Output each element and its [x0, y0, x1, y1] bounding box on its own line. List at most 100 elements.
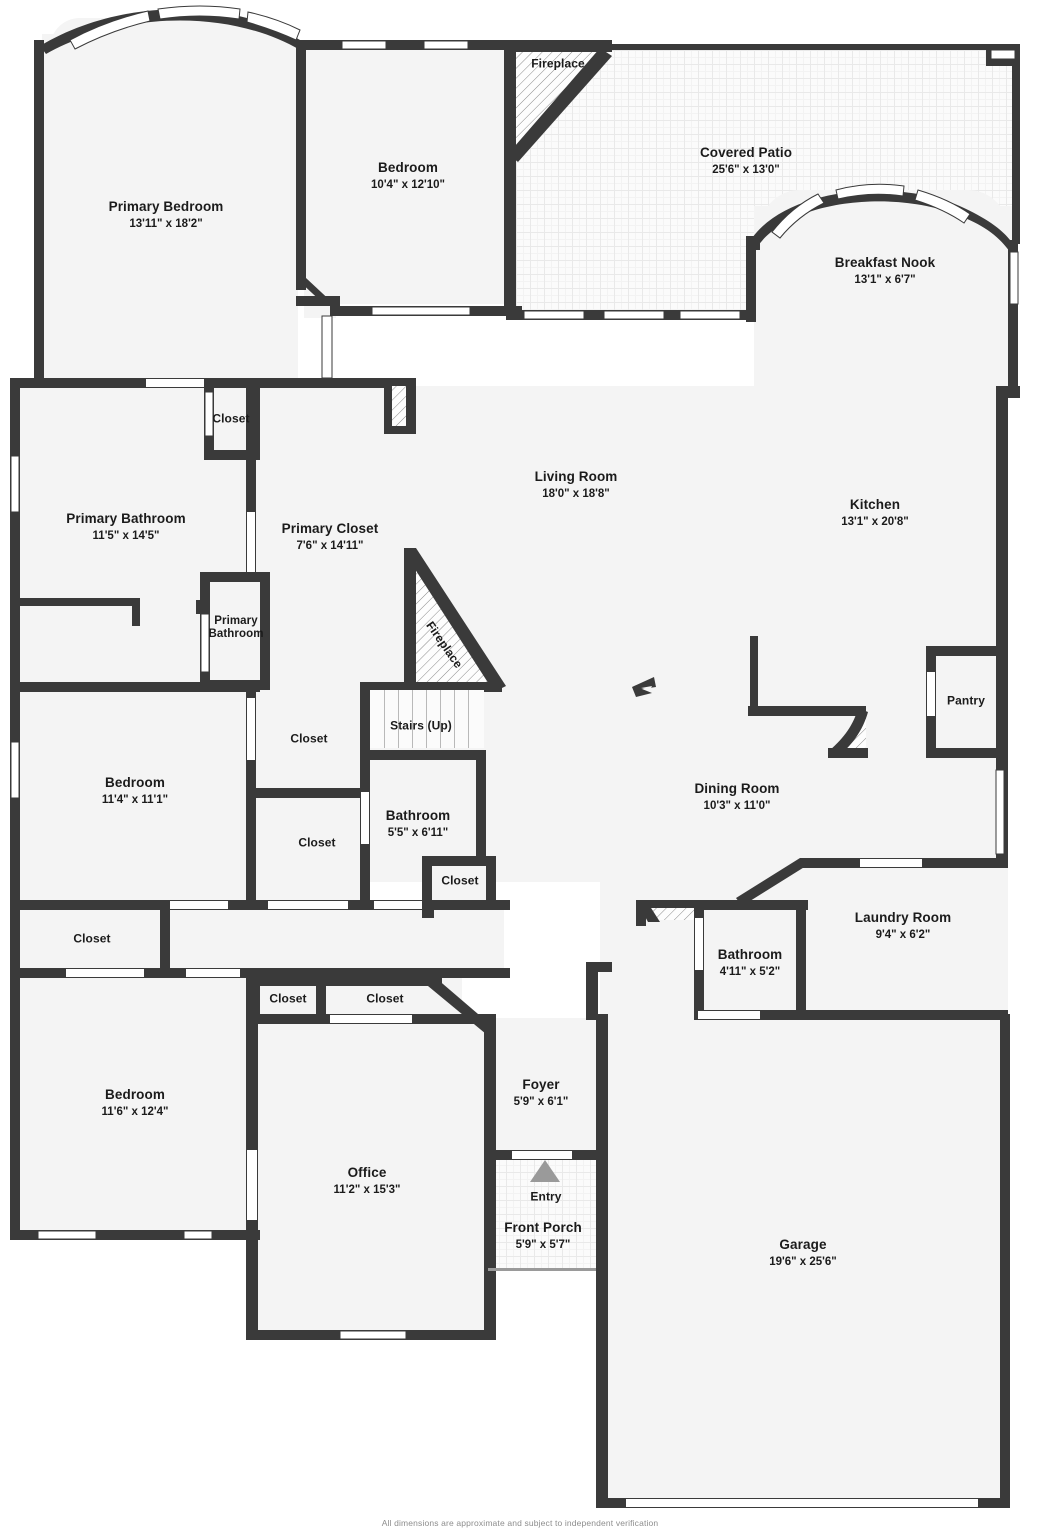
room-label-closet-a: Closet [290, 732, 327, 747]
room-name: Primary Bathroom [208, 614, 264, 640]
room-label-primary-bathroom-2: Primary Bathroom [190, 615, 282, 641]
room-label-covered-patio: Covered Patio 25'6" x 13'0" [700, 145, 792, 177]
room-fill-foyer [494, 1018, 604, 1158]
room-name: Covered Patio [699, 145, 793, 161]
room-name: Bathroom [717, 947, 783, 963]
room-name: Closet [366, 991, 404, 1006]
room-name: Pantry [947, 693, 985, 708]
north-marker-icon [632, 677, 656, 697]
room-dimensions: 11'5" x 14'5" [92, 529, 160, 542]
room-name: Primary Closet [281, 521, 379, 537]
room-name: Stairs (Up) [390, 718, 452, 733]
room-label-pantry: Pantry [947, 694, 985, 709]
room-dimensions: 7'6" x 14'11" [296, 539, 364, 552]
room-label-breakfast-nook: Breakfast Nook 13'1" x 6'7" [835, 255, 935, 287]
room-name: Closet [269, 991, 307, 1006]
room-name: Laundry Room [854, 910, 952, 926]
room-label-office: Office 11'2" x 15'3" [334, 1165, 401, 1197]
room-fill-closet-d [18, 908, 168, 970]
room-fill-laundry [806, 866, 1008, 1018]
room-dimensions: 10'4" x 12'10" [371, 178, 445, 191]
room-label-fireplace-top: Fireplace [531, 57, 585, 72]
room-fill-primary-closet [254, 386, 416, 686]
entry-direction-arrow [530, 1160, 560, 1182]
room-label-living-room: Living Room 18'0" x 18'8" [535, 469, 618, 501]
disclaimer-text: All dimensions are approximate and subje… [381, 1518, 659, 1528]
room-label-entry: Entry [530, 1190, 561, 1205]
room-name: Breakfast Nook [834, 255, 936, 271]
room-name: Foyer [522, 1077, 560, 1093]
room-label-bedroom-top: Bedroom 10'4" x 12'10" [371, 160, 445, 192]
room-dimensions: 13'11" x 18'2" [129, 217, 203, 230]
room-label-closet-e: Closet [269, 992, 306, 1007]
room-dimensions: 25'6" x 13'0" [712, 163, 780, 176]
room-dimensions: 10'3" x 11'0" [703, 799, 771, 812]
room-name: Front Porch [504, 1220, 582, 1236]
room-label-bathroom-half: Bathroom 4'11" x 5'2" [718, 947, 783, 979]
room-name: Bedroom [105, 1087, 165, 1103]
room-fill-closet-b [254, 796, 368, 908]
room-label-bathroom-hall: Bathroom 5'5" x 6'11" [386, 808, 451, 840]
room-name: Garage [779, 1237, 827, 1253]
room-fill-hall-mid [168, 908, 504, 970]
room-name: Closet [212, 411, 250, 426]
room-name: Primary Bedroom [108, 199, 224, 215]
room-label-foyer: Foyer 5'9" x 6'1" [514, 1077, 569, 1109]
room-name: Entry [530, 1189, 562, 1204]
room-dimensions: 19'6" x 25'6" [769, 1255, 837, 1268]
room-name: Closet [290, 731, 328, 746]
room-label-laundry-room: Laundry Room 9'4" x 6'2" [855, 910, 951, 942]
room-name: Bathroom [385, 808, 451, 824]
room-label-primary-bathroom: Primary Bathroom 11'5" x 14'5" [66, 511, 185, 543]
room-name: Fireplace [531, 56, 585, 71]
room-fill-breakfast-nook-arch [760, 190, 1008, 230]
room-fill-bedroom-top-hall [304, 278, 336, 318]
room-fill-primary-bedroom [42, 34, 298, 386]
room-label-closet-b: Closet [298, 836, 335, 851]
room-label-closet-d: Closet [73, 932, 110, 947]
room-fill-garage [604, 1030, 1008, 1506]
room-dimensions: 4'11" x 5'2" [719, 965, 781, 978]
room-dimensions: 13'1" x 20'8" [841, 515, 909, 528]
room-label-stairs: Stairs (Up) [390, 719, 452, 734]
room-label-primary-bedroom: Primary Bedroom 13'11" x 18'2" [109, 199, 224, 231]
room-name: Dining Room [694, 781, 780, 797]
stairs-treads [370, 690, 484, 748]
room-dimensions: 5'9" x 5'7" [515, 1238, 571, 1251]
room-fill-closet-a [254, 686, 368, 796]
room-fill-primary-bedroom-bay [50, 18, 290, 48]
room-name: Primary Bathroom [66, 511, 186, 527]
room-fill-pantry [932, 652, 1000, 754]
room-label-bedroom-bottom: Bedroom 11'6" x 12'4" [102, 1087, 169, 1119]
room-label-bedroom-mid: Bedroom 11'4" x 11'1" [102, 775, 168, 807]
room-name: Office [347, 1165, 387, 1181]
room-label-primary-closet: Primary Closet 7'6" x 14'11" [282, 521, 379, 553]
room-label-dining-room: Dining Room 10'3" x 11'0" [694, 781, 779, 813]
room-label-front-porch: Front Porch 5'9" x 5'7" [504, 1220, 582, 1252]
room-name: Living Room [534, 469, 618, 485]
room-name: Bedroom [378, 160, 438, 176]
room-label-closet-pb: Closet [212, 412, 249, 427]
room-dimensions: 13'1" x 6'7" [854, 273, 916, 286]
room-name: Kitchen [849, 497, 901, 513]
room-dimensions: 5'9" x 6'1" [513, 1095, 569, 1108]
room-fill-bedroom-top [304, 42, 512, 304]
room-fill-bedroom-mid [18, 686, 254, 908]
room-fill-bathroom-hall [368, 758, 478, 868]
room-fill-breakfast-nook [754, 206, 1016, 386]
room-fill-office [254, 1018, 486, 1336]
room-name: Closet [73, 931, 111, 946]
room-name: Closet [298, 835, 336, 850]
room-label-garage: Garage 19'6" x 25'6" [769, 1237, 837, 1269]
room-fill-primary-bathroom-2 [206, 578, 268, 682]
room-label-kitchen: Kitchen 13'1" x 20'8" [841, 497, 909, 529]
room-name: Bedroom [105, 775, 165, 791]
room-dimensions: 9'4" x 6'2" [875, 928, 931, 941]
room-dimensions: 18'0" x 18'8" [542, 487, 610, 500]
room-fill-bathroom-half [696, 906, 806, 1018]
room-dimensions: 5'5" x 6'11" [387, 826, 449, 839]
room-name: Closet [441, 873, 479, 888]
room-fill-bedroom-bottom [18, 970, 254, 1238]
room-label-closet-c: Closet [441, 874, 478, 889]
